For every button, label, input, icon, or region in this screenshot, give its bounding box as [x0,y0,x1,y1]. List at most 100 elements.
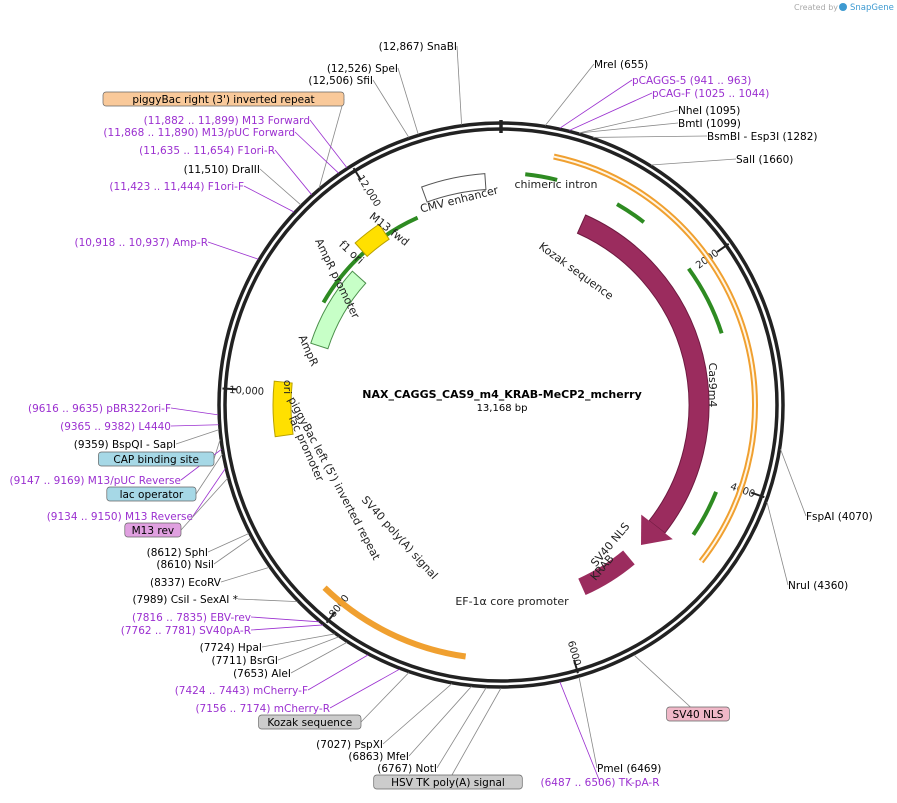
site-enzyme[interactable]: (9359) BspQI - SapI [74,439,176,451]
leader-line [329,668,400,709]
leader-line [318,98,345,189]
feature-label[interactable]: EF-1α core promoter [455,595,569,608]
site-primer[interactable]: pCAG-F (1025 .. 1044) [652,88,769,100]
site-tag[interactable]: CAP binding site [98,451,215,467]
leader-line [213,439,221,460]
site-enzyme[interactable]: (12,867) SnaBI [379,41,457,53]
feature-label[interactable]: Cas9m4 [706,363,719,408]
site-enzyme[interactable]: (8612) SphI [147,547,208,559]
site-text: (9365 .. 9382) L4440 [60,421,171,433]
leader-line [207,533,250,553]
site-enzyme[interactable]: (12,526) SpeI [327,63,398,75]
site-text: (9134 .. 9150) M13 Reverse [47,511,193,523]
leader-line [766,501,789,586]
site-enzyme[interactable]: FspAI (4070) [806,511,873,523]
tag-box [373,774,523,790]
site-primer[interactable]: (11,882 .. 11,899) M13 Forward [144,115,310,127]
site-text: (11,423 .. 11,444) F1ori-F [109,181,244,193]
leader-line [578,676,598,769]
green-primer-arc [615,202,646,224]
orange-track-right [553,153,758,564]
site-tag[interactable]: SV40 NLS [666,706,730,722]
site-enzyme[interactable]: (7724) HpaI [200,642,262,654]
site-text: (6863) MfeI [348,751,409,763]
feature-label[interactable]: chimeric intron [514,178,597,191]
green-primer-arc [525,172,558,182]
site-enzyme[interactable]: (7653) AleI [233,668,291,680]
site-text: (7762 .. 7781) SV40pA-R [121,625,251,637]
tick-mark [352,167,362,181]
site-enzyme[interactable]: (6863) MfeI [348,751,409,763]
leader-line [307,654,369,691]
feature-label[interactable]: Kozak sequence [536,240,616,303]
site-enzyme[interactable]: (7989) CsiI - SexAI * [132,594,238,606]
leader-line [250,616,320,623]
site-text: (11,882 .. 11,899) M13 Forward [144,115,310,127]
site-text: (8610) NsiI [156,559,214,571]
site-primer[interactable]: (11,635 .. 11,654) F1ori-R [139,145,275,157]
site-tag[interactable]: HSV TK poly(A) signal [373,774,523,790]
site-enzyme[interactable]: (12,506) SfiI [308,75,373,87]
orange-track-right-core [553,155,756,562]
site-enzyme[interactable]: SalI (1660) [736,154,793,166]
site-enzyme[interactable]: NheI (1095) [678,105,740,117]
site-primer[interactable]: (11,423 .. 11,444) F1ori-F [109,181,244,193]
site-primer[interactable]: (7816 .. 7835) EBV-rev [132,612,251,624]
tag-label: Kozak sequence [267,717,352,729]
site-tag[interactable]: lac operator [106,486,197,502]
site-enzyme[interactable]: PmeI (6469) [597,763,661,775]
site-primer[interactable]: (6487 .. 6506) TK-pA-R [540,777,659,789]
site-enzyme[interactable]: BmtI (1099) [678,118,741,130]
site-enzyme[interactable]: (6767) NotI [377,763,437,775]
site-tag[interactable]: piggyBac right (3') inverted repeat [102,91,345,107]
site-enzyme[interactable]: (11,510) DraIII [184,164,260,176]
site-text: BmtI (1099) [678,118,741,130]
feature-label[interactable]: ori [281,380,294,394]
tag-label: M13 rev [132,525,175,537]
site-text: MreI (655) [594,59,648,71]
leader-line [578,109,679,134]
site-enzyme[interactable]: (8337) EcoRV [150,577,222,589]
leader-line [382,683,453,745]
tag-box [258,714,362,730]
site-primer[interactable]: (7762 .. 7781) SV40pA-R [121,625,251,637]
site-primer[interactable]: (7156 .. 7174) mCherry-R [195,703,330,715]
site-primer[interactable]: pCAGGS-5 (941 .. 963) [632,75,751,87]
site-text: PmeI (6469) [597,763,661,775]
tick-mark [750,491,765,499]
leader-line [170,424,219,427]
feature-label[interactable]: CMV enhancer [419,184,500,216]
site-enzyme[interactable]: (8610) NsiI [156,559,214,571]
site-primer[interactable]: (7424 .. 7443) mCherry-F [175,685,308,697]
leader-line [578,122,679,134]
f1-ori-band [354,223,390,258]
site-primer[interactable]: (10,918 .. 10,937) Amp-R [74,237,208,249]
site-tag[interactable]: Kozak sequence [258,714,362,730]
ori-band [272,380,294,438]
site-enzyme[interactable]: NruI (4360) [788,580,848,592]
site-primer[interactable]: (11,868 .. 11,890) M13/pUC Forward [103,127,295,139]
tick-mark [325,611,337,624]
tick-mark [716,242,730,253]
tag-label: SV40 NLS [673,709,724,721]
site-tag[interactable]: M13 rev [124,522,182,538]
leader-line [259,168,302,206]
site-enzyme[interactable]: (7711) BsrGI [212,655,278,667]
site-enzyme[interactable]: (7027) PspXI [316,739,383,751]
tick-mark [222,387,237,391]
site-primer[interactable]: (9147 .. 9169) M13/pUC Reverse [9,475,181,487]
site-text: (11,868 .. 11,890) M13/pUC Forward [103,127,295,139]
site-primer[interactable]: (9365 .. 9382) L4440 [60,421,171,433]
leader-line [261,633,335,648]
cmv-enhancer-box [421,173,487,203]
site-enzyme[interactable]: MreI (655) [594,59,648,71]
site-text: NheI (1095) [678,105,740,117]
leader-line [372,79,410,138]
site-primer[interactable]: (9616 .. 9635) pBR322ori-F [28,403,171,415]
site-enzyme[interactable]: BsmBI - Esp3I (1282) [707,131,817,143]
credit-prefix: Created by [794,3,838,12]
leader-line [593,135,708,138]
leader-line [569,92,653,131]
site-primer[interactable]: (9134 .. 9150) M13 Reverse [47,511,193,523]
